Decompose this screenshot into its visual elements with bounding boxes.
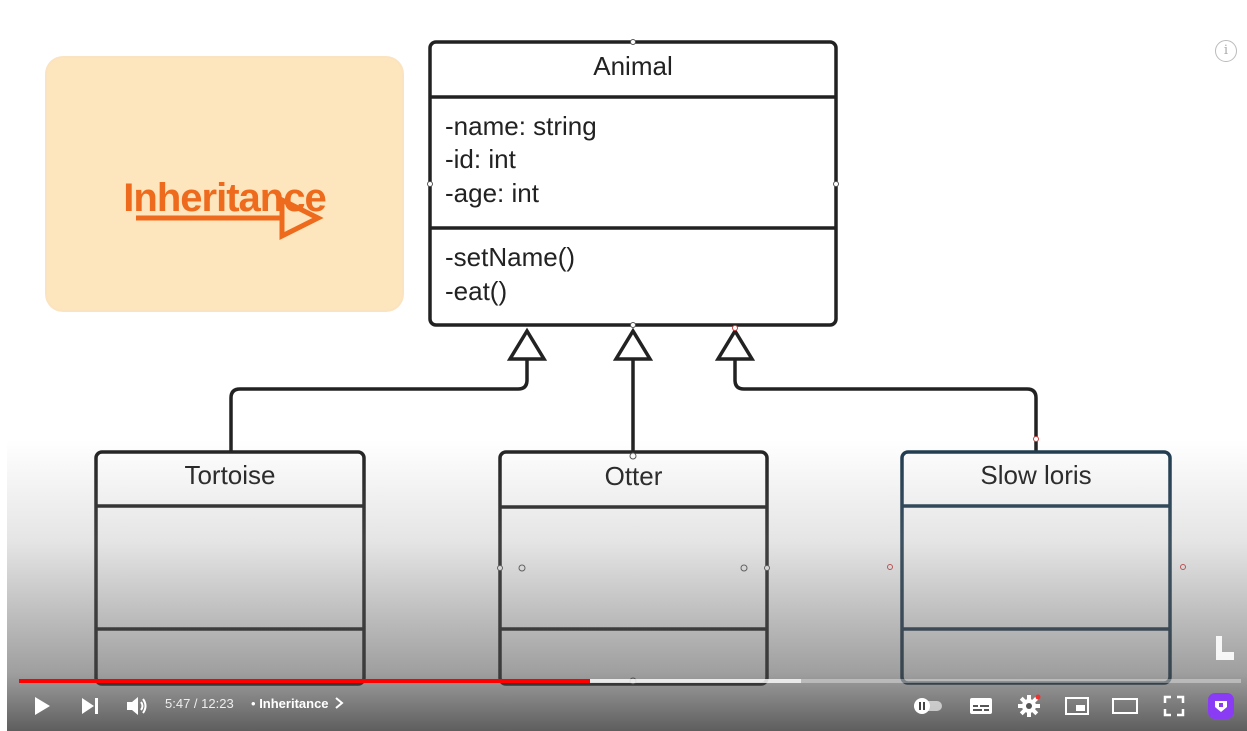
animal-method: -setName() xyxy=(445,242,576,272)
info-icon[interactable]: i xyxy=(1215,40,1237,62)
time-separator: / xyxy=(190,696,202,711)
settings-button[interactable] xyxy=(1015,693,1043,719)
progress-played xyxy=(19,679,590,683)
video-player[interactable]: Inheritance xyxy=(7,0,1247,731)
duration: 12:23 xyxy=(201,696,234,711)
animal-attribute: -name: string xyxy=(445,111,597,141)
legend-title: Inheritance xyxy=(123,176,326,220)
animal-attribute: -age: int xyxy=(445,178,539,208)
animal-method: -eat() xyxy=(445,276,508,306)
inheritance-arrow-icon xyxy=(136,195,324,241)
next-button[interactable] xyxy=(77,693,103,719)
uml-diagram xyxy=(94,39,1186,686)
slow-loris-class-name: Slow loris xyxy=(980,460,1092,490)
play-button[interactable] xyxy=(29,693,55,719)
autoplay-toggle[interactable] xyxy=(909,695,947,717)
chapter-button[interactable]: • Inheritance xyxy=(251,696,344,711)
chapter-title: Inheritance xyxy=(259,696,329,711)
shield-heart-icon xyxy=(1215,701,1227,712)
subtitles-icon xyxy=(970,698,992,714)
animal-class-name: Animal xyxy=(593,51,673,81)
skip-next-icon xyxy=(82,698,98,714)
fullscreen-button[interactable] xyxy=(1160,693,1188,719)
premium-extension-button[interactable] xyxy=(1208,693,1234,719)
theater-mode-button[interactable] xyxy=(1110,693,1140,719)
fullscreen-icon xyxy=(1163,695,1185,717)
progress-bar[interactable] xyxy=(19,679,1241,683)
theater-mode-icon xyxy=(1112,698,1138,714)
otter-class-name: Otter xyxy=(604,461,663,491)
inheritance-legend-card: Inheritance xyxy=(47,58,402,310)
volume-button[interactable] xyxy=(122,693,152,719)
play-icon xyxy=(35,697,50,715)
miniplayer-icon xyxy=(1065,697,1089,715)
subtitles-button[interactable] xyxy=(967,693,995,719)
animal-attribute: -id: int xyxy=(445,144,516,174)
time-display: 5:47 / 12:23 xyxy=(165,696,234,711)
chapter-bullet: • xyxy=(251,696,256,711)
volume-icon xyxy=(127,697,147,715)
tortoise-class-name: Tortoise xyxy=(184,460,276,490)
autoplay-toggle-icon xyxy=(914,698,942,714)
miniplayer-button[interactable] xyxy=(1063,693,1091,719)
channel-watermark-icon[interactable] xyxy=(1214,634,1236,662)
current-time: 5:47 xyxy=(165,696,191,711)
chevron-right-icon xyxy=(335,697,344,709)
gear-icon xyxy=(1018,694,1041,717)
